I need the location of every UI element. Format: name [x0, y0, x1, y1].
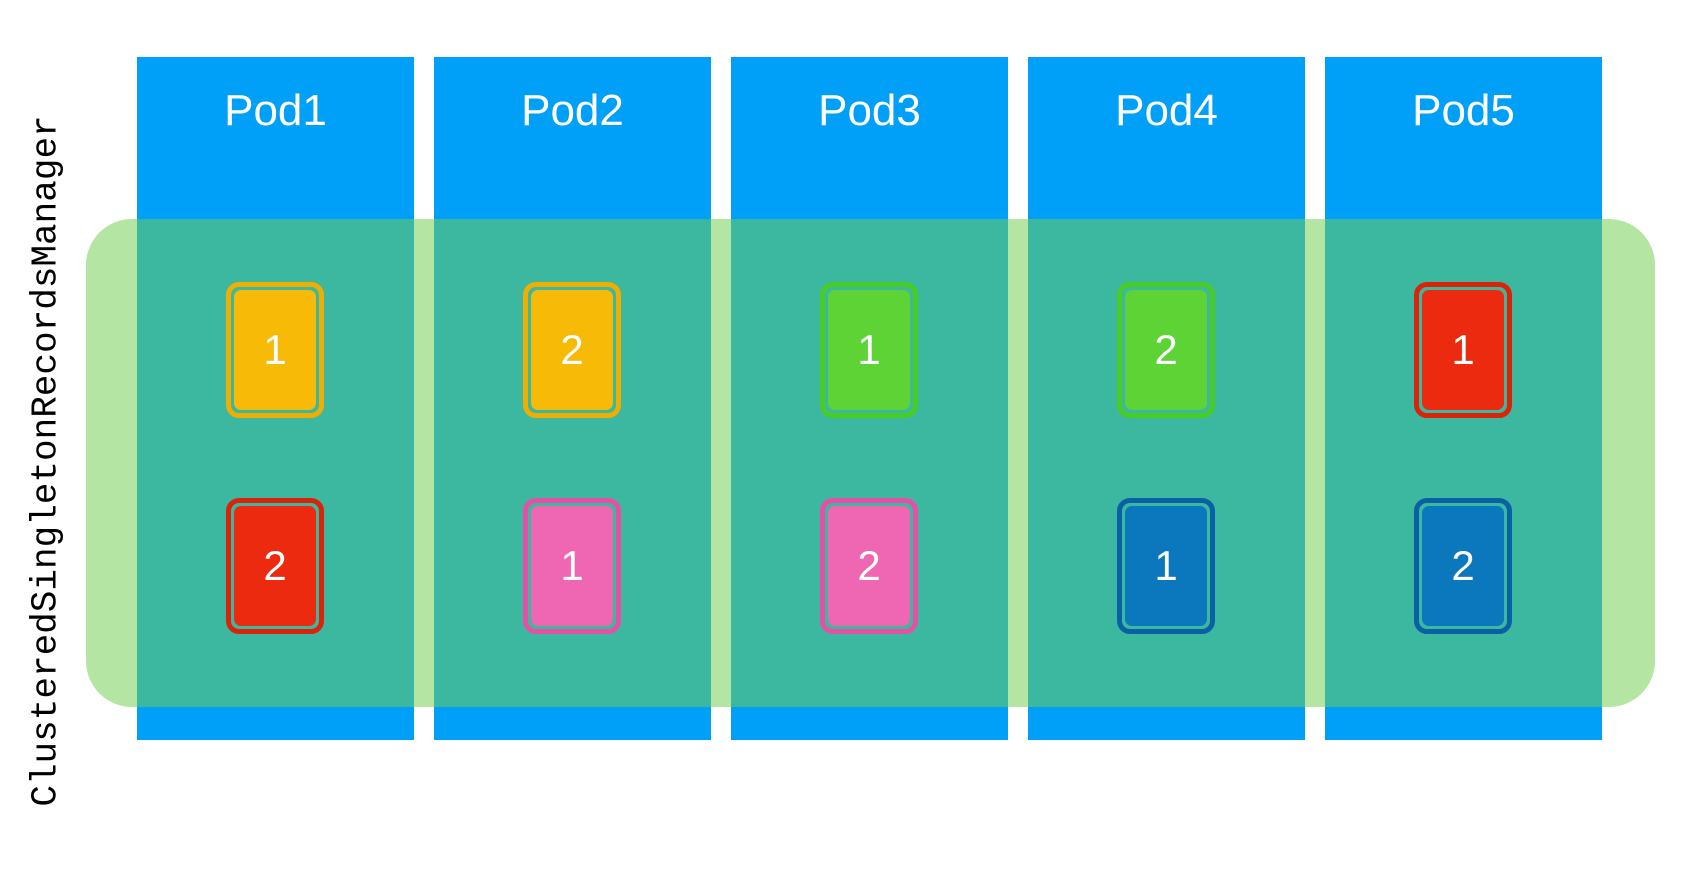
record-card-fill: 2 — [1125, 290, 1207, 410]
record-card-fill: 1 — [1125, 506, 1207, 626]
record-card: 1 — [523, 498, 621, 634]
record-card: 1 — [1117, 498, 1215, 634]
record-card-fill: 1 — [1422, 290, 1504, 410]
record-card-fill: 2 — [531, 290, 613, 410]
record-card-fill: 1 — [828, 290, 910, 410]
record-number: 1 — [560, 542, 584, 589]
pod-title: Pod3 — [818, 86, 921, 135]
record-card-fill: 2 — [828, 506, 910, 626]
record-card: 2 — [820, 498, 918, 634]
record-number: 1 — [1154, 542, 1178, 589]
record-card-fill: 1 — [531, 506, 613, 626]
record-number: 2 — [263, 542, 287, 589]
record-card: 1 — [820, 282, 918, 418]
record-card-fill: 2 — [1422, 506, 1504, 626]
record-number: 1 — [1451, 326, 1475, 373]
record-card-fill: 2 — [234, 506, 316, 626]
record-card: 2 — [226, 498, 324, 634]
record-number: 1 — [263, 326, 287, 373]
record-card: 2 — [523, 282, 621, 418]
pod-title: Pod2 — [521, 86, 624, 135]
pod-title: Pod5 — [1412, 86, 1515, 135]
record-number: 2 — [1154, 326, 1178, 373]
pod-title: Pod4 — [1115, 86, 1218, 135]
record-number: 1 — [857, 326, 881, 373]
record-card-fill: 1 — [234, 290, 316, 410]
record-card: 1 — [1414, 282, 1512, 418]
diagram-vertical-label: ClusteredSingletonRecordsManager — [25, 115, 67, 807]
record-card: 2 — [1414, 498, 1512, 634]
record-number: 2 — [1451, 542, 1475, 589]
record-number: 2 — [857, 542, 881, 589]
pod-title: Pod1 — [224, 86, 327, 135]
record-number: 2 — [560, 326, 584, 373]
record-card: 2 — [1117, 282, 1215, 418]
record-card: 1 — [226, 282, 324, 418]
